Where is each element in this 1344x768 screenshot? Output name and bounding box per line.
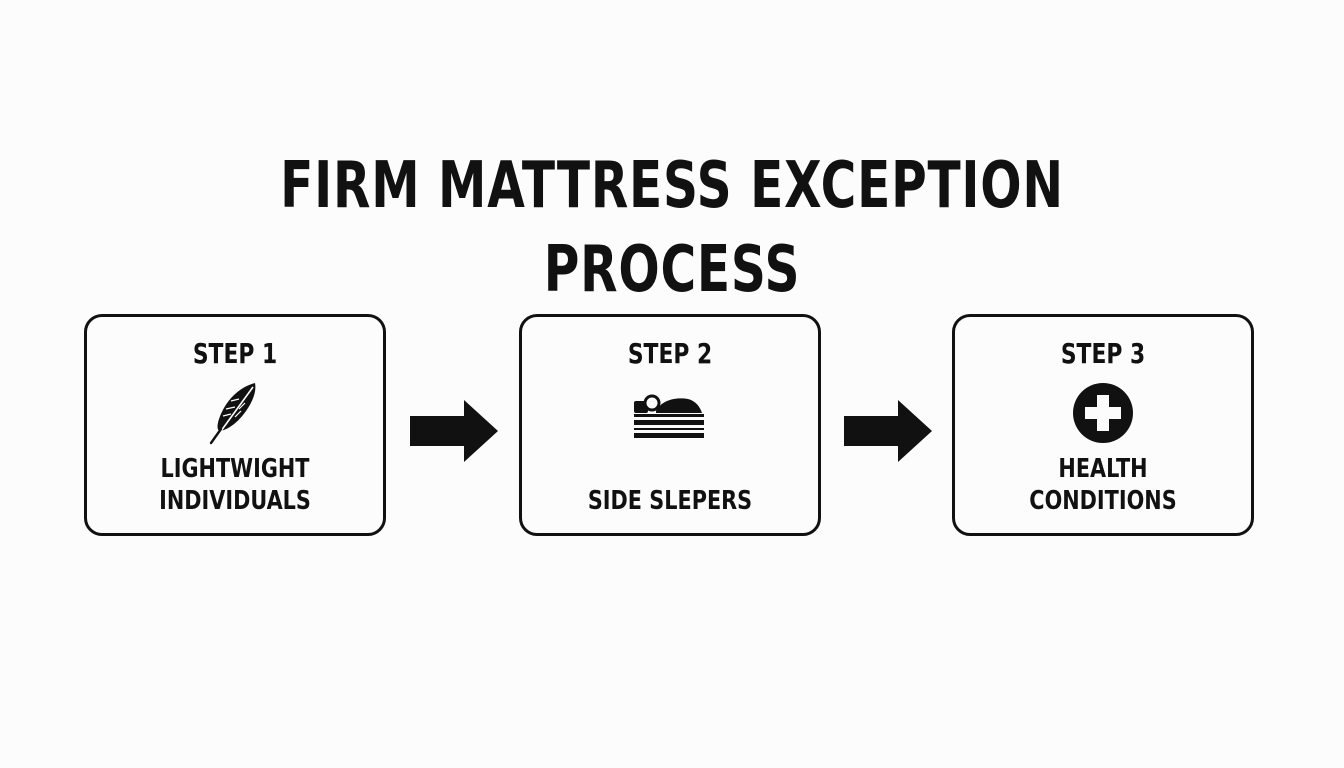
step-2-box: STEP 2 SIDE SLEPERS bbox=[519, 314, 821, 536]
step-3-label: STEP 3 bbox=[1060, 337, 1146, 370]
step-1-text: LIGHTWIGHT INDIVIDUALS bbox=[159, 454, 311, 516]
feather-icon bbox=[195, 381, 275, 447]
step-2-text: SIDE SLEPERS bbox=[587, 486, 753, 516]
medical-cross-icon bbox=[1063, 381, 1143, 447]
step-3-text: HEALTH CONDITIONS bbox=[1029, 454, 1177, 516]
sleeping-person-bed-icon bbox=[630, 381, 710, 447]
diagram-title: FIRM MATTRESS EXCEPTION PROCESS bbox=[280, 149, 1064, 307]
step-3-box: STEP 3 HEALTH CONDITIONS bbox=[952, 314, 1254, 536]
step-1-label: STEP 1 bbox=[192, 337, 278, 370]
step-1-box: STEP 1 LIGHTWIGHT INDIVIDUALS bbox=[84, 314, 386, 536]
arrow-right-icon bbox=[408, 398, 500, 464]
arrow-right-icon bbox=[842, 398, 934, 464]
step-2-label: STEP 2 bbox=[627, 337, 713, 370]
